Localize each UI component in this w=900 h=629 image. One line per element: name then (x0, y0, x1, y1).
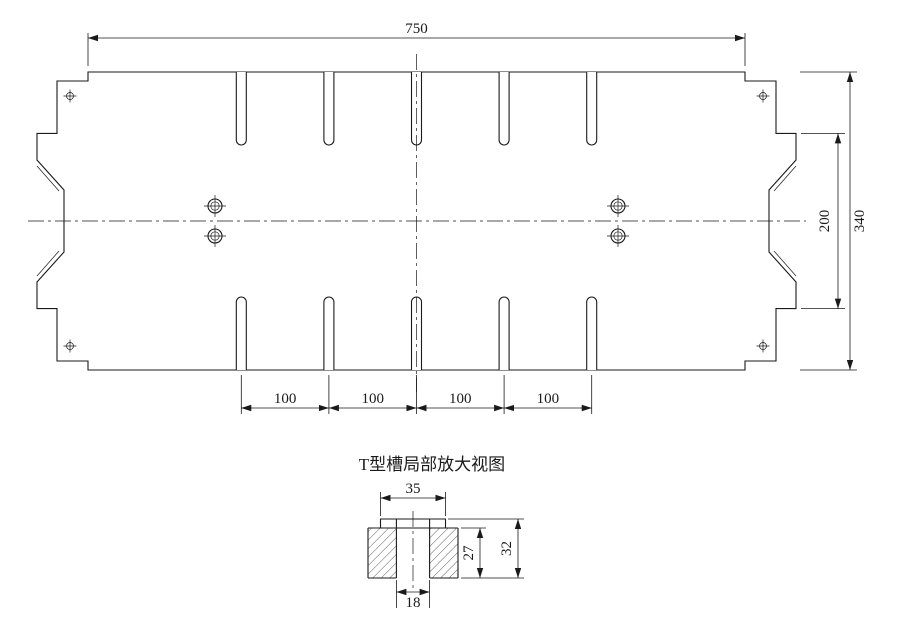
dim-text-depth: 27 (461, 545, 477, 561)
t-slot (586, 72, 598, 146)
dim-text-pitch-2: 100 (361, 391, 384, 407)
extension-line (448, 518, 524, 579)
t-slot (586, 296, 598, 370)
main-dimensions: 750 340 200 100 100 100 100 (87, 21, 868, 414)
dim-text-slot-width: 18 (406, 595, 421, 611)
corner-hole (756, 339, 770, 353)
hatch-right (429, 528, 458, 578)
corner-hole (756, 89, 770, 103)
detail-dimensions: 35 18 27 32 (380, 481, 524, 611)
plate-outline (36, 71, 797, 371)
dim-text-total-depth: 32 (499, 541, 515, 556)
t-slots-bottom (235, 296, 598, 370)
lug-chamfer-lines (36, 165, 797, 277)
chamfer-line (773, 165, 797, 192)
dim-text-overall-width: 750 (405, 21, 428, 37)
dim-text-overall-height: 340 (852, 210, 868, 233)
dim-text-top-width: 35 (406, 481, 421, 497)
centerlines (28, 54, 806, 392)
chamfer-line (773, 250, 797, 277)
t-slot (235, 296, 247, 370)
dim-text-pitch-4: 100 (537, 391, 560, 407)
mounting-holes (204, 195, 629, 247)
main-view: 750 340 200 100 100 100 100 (28, 21, 868, 414)
corner-screw-holes (63, 89, 770, 353)
corner-hole (63, 89, 77, 103)
extension-line (240, 375, 593, 414)
dim-text-pitch-1: 100 (274, 391, 297, 407)
mounting-hole (607, 195, 629, 217)
chamfer-line (36, 250, 60, 277)
mounting-hole (204, 225, 226, 247)
mounting-hole (607, 225, 629, 247)
hatch-left (368, 528, 397, 578)
dim-text-pitch-3: 100 (449, 391, 472, 407)
mounting-hole (204, 195, 226, 217)
corner-hole (63, 339, 77, 353)
t-slot (498, 296, 510, 370)
t-slot (235, 72, 247, 146)
detail-title: T型槽局部放大视图 (359, 455, 505, 474)
detail-view: T型槽局部放大视图 35 18 27 32 (359, 455, 524, 611)
chamfer-line (36, 165, 60, 192)
dim-text-inner-height: 200 (817, 210, 833, 233)
t-slot (498, 72, 510, 146)
t-slot (323, 296, 335, 370)
t-slot (323, 72, 335, 146)
